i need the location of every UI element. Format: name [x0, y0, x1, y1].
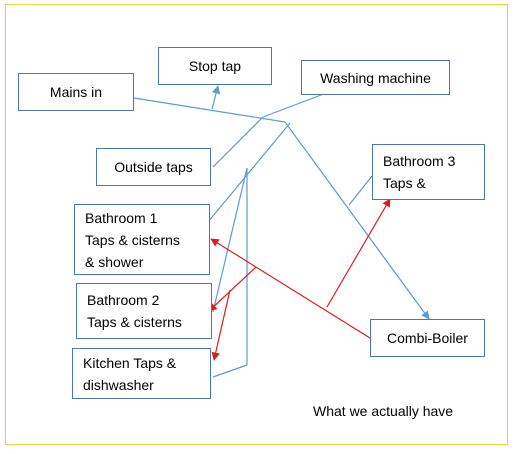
- bathroom1-line2: Taps & cisterns: [85, 231, 180, 248]
- combi-boiler-box: Combi-Boiler: [370, 319, 485, 357]
- bathroom2-line1: Bathroom 2: [87, 292, 160, 308]
- hot-pipe-bathroom2: [208, 266, 257, 312]
- kitchen-box: Kitchen Taps & dishwasher: [72, 348, 211, 399]
- kitchen-line1: Kitchen Taps &: [83, 354, 177, 371]
- hot-pipe-kitchen: [211, 289, 231, 361]
- stop-tap-box: Stop tap: [158, 47, 272, 85]
- pipe-combi-boiler: [284, 121, 430, 320]
- hot-pipe-bathroom1: [210, 238, 371, 339]
- bathroom1-line1: Bathroom 1: [85, 209, 158, 226]
- kitchen-line2: dishwasher: [83, 376, 154, 393]
- mains-in-box: Mains in: [18, 73, 134, 111]
- washing-machine-label: Washing machine: [320, 69, 431, 86]
- mains-in-label: Mains in: [49, 84, 103, 100]
- bathroom2-box: Bathroom 2 Taps & cisterns: [76, 283, 212, 339]
- diagram-frame: [5, 4, 508, 445]
- pipe-washing-machine: [262, 91, 330, 118]
- washing-machine-box: Washing machine: [301, 60, 450, 95]
- diagram-caption: What we actually have: [313, 403, 454, 419]
- pipe-kitchen: [212, 364, 248, 378]
- outside-taps-label: Outside taps: [114, 159, 193, 175]
- bathroom1-line3: & shower: [85, 253, 144, 270]
- pipe-bathroom2: [212, 167, 248, 313]
- pipe-bathroom3: [348, 175, 373, 206]
- pipe-bathroom1: [207, 122, 291, 223]
- bathroom3-box: Bathroom 3 Taps &: [372, 144, 485, 200]
- bathroom3-line1: Bathroom 3: [383, 153, 456, 169]
- stop-tap-label: Stop tap: [188, 58, 242, 74]
- bathroom1-box: Bathroom 1 Taps & cisterns & shower: [74, 204, 210, 275]
- bathroom3-line2: Taps &: [383, 175, 426, 191]
- pipe-outside-taps: [212, 116, 264, 168]
- pipe-mains-junction: [133, 97, 286, 123]
- bathroom2-line2: Taps & cisterns: [87, 314, 182, 330]
- hot-pipe-bathroom3: [326, 198, 391, 308]
- outside-taps-box: Outside taps: [96, 148, 211, 186]
- combi-boiler-label: Combi-Boiler: [387, 330, 468, 346]
- pipe-stop-tap: [211, 85, 221, 110]
